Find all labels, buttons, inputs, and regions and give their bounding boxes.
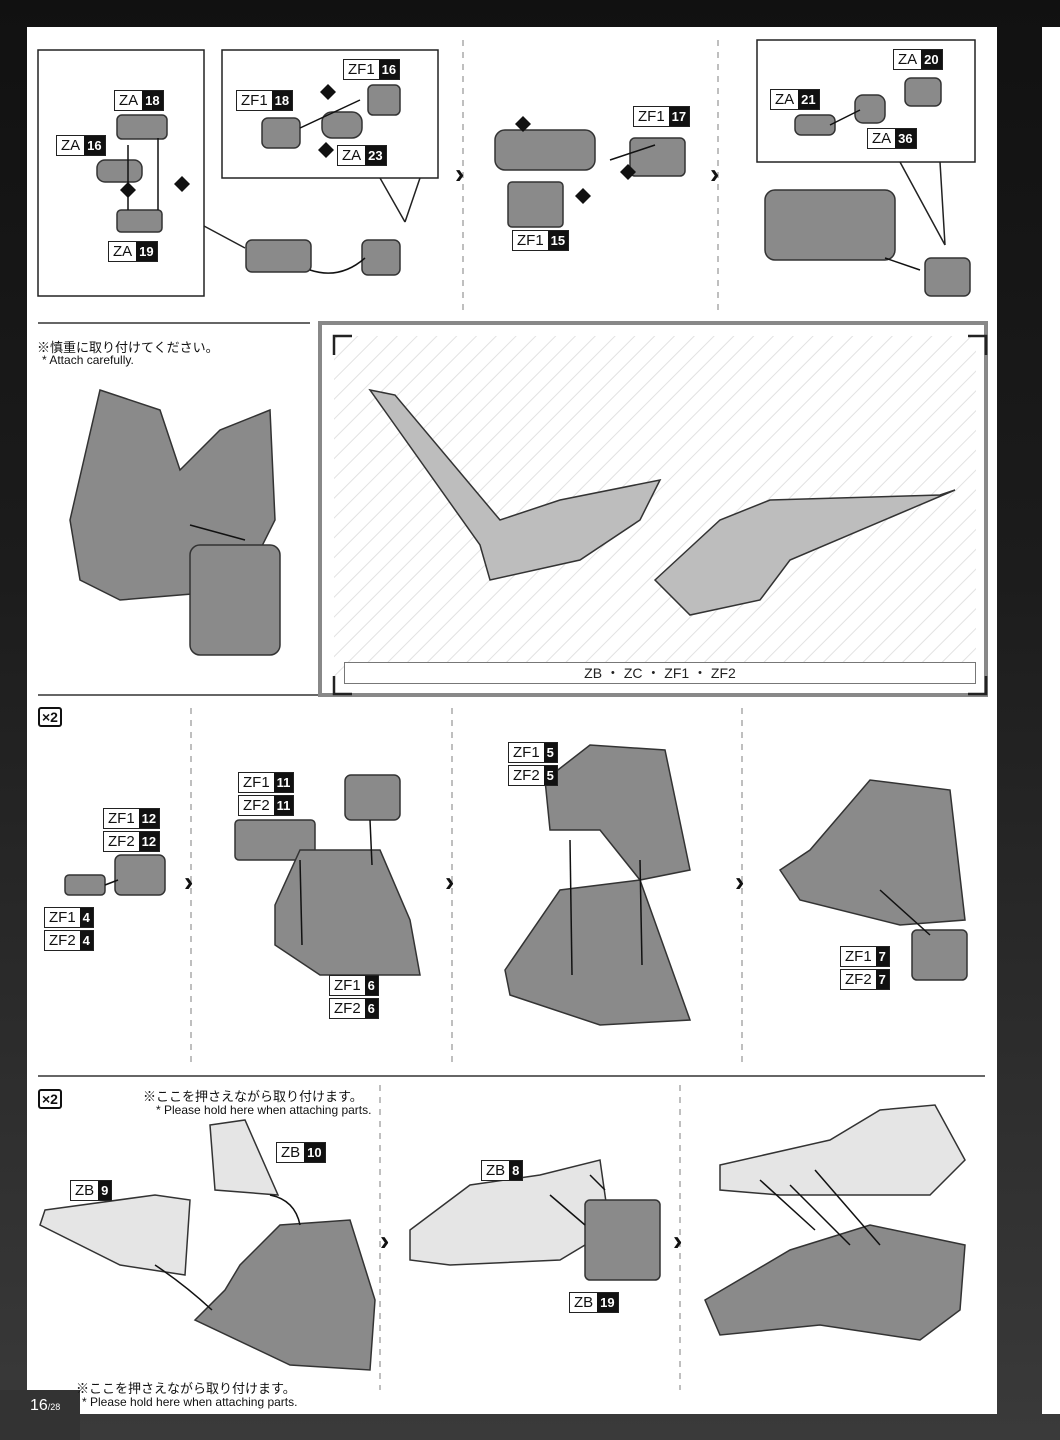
- note-hold-here-jp-bottom: ※ここを押さえながら取り付けます。: [76, 1381, 296, 1396]
- step-arrow: ›: [455, 158, 465, 189]
- step-arrow: ›: [735, 866, 745, 897]
- step-arrow: ›: [710, 158, 720, 189]
- next-page-edge: [1042, 27, 1060, 1414]
- page-number: 16/28: [30, 1397, 61, 1414]
- note-attach-carefully-jp: ※慎重に取り付けてください。: [37, 340, 219, 355]
- runner-list-bar: ZB ・ ZC ・ ZF1 ・ ZF2: [344, 662, 976, 684]
- multiplier-badge-2: ×2: [38, 1089, 62, 1109]
- note-hold-here-en-bottom: * Please hold here when attaching parts.: [82, 1395, 298, 1409]
- step-arrow: ›: [380, 1225, 390, 1256]
- step-arrow: ›: [445, 866, 455, 897]
- callout-box-2: [221, 49, 439, 179]
- step-arrow: ›: [673, 1225, 683, 1256]
- page-footer: [0, 1390, 80, 1440]
- step-arrow: ›: [184, 866, 194, 897]
- callout-box-1: [37, 49, 205, 297]
- note-hold-here-jp-top: ※ここを押さえながら取り付けます。: [143, 1089, 363, 1104]
- multiplier-badge-1: ×2: [38, 707, 62, 727]
- note-attach-carefully-en: * Attach carefully.: [42, 353, 134, 367]
- callout-box-3: [756, 39, 976, 163]
- note-hold-here-en-top: * Please hold here when attaching parts.: [156, 1103, 372, 1117]
